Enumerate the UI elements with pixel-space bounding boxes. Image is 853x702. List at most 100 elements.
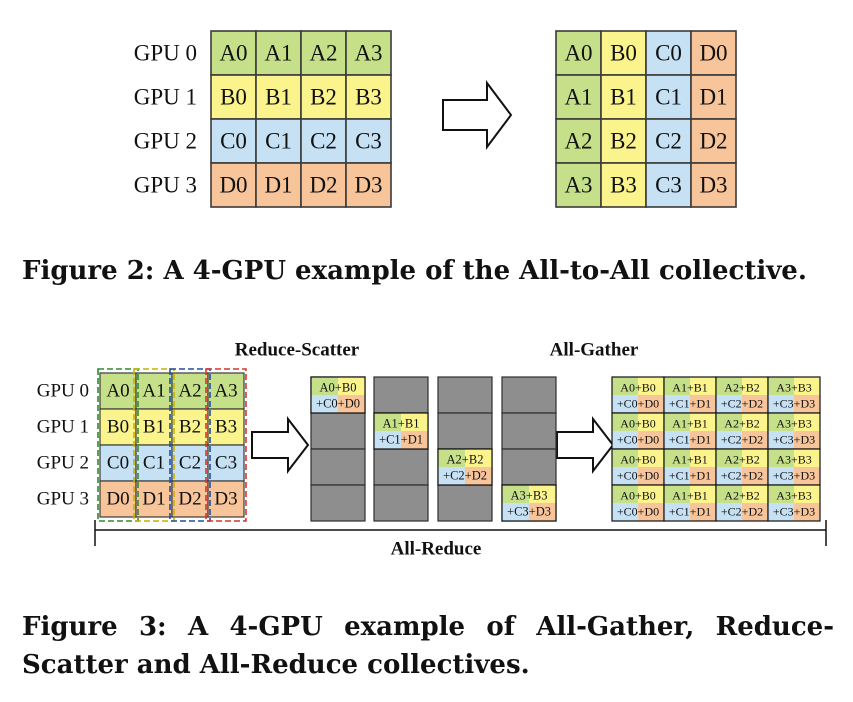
fig2-output-cell-label-3-2: C3 <box>655 173 682 198</box>
fig3-input-cell-0-3 <box>207 372 245 410</box>
reduce-scatter-chunk-0-bg-a <box>311 377 338 395</box>
reduce-scatter-chunk-3-bg-a <box>502 485 529 503</box>
all-gather-cell-1-2-line2: +C2+D2 <box>721 432 763 446</box>
all-gather-cell-3-2-line2: +C2+D2 <box>721 504 763 518</box>
all-gather-cell-3-3: A3+B3+C3+D3 <box>767 484 821 522</box>
all-gather-cell-1-2-bg-c <box>716 431 742 449</box>
all-gather-cell-0-3: A3+B3 +C3+D3 <box>767 376 821 414</box>
all-gather-cell-3-2-line1: A2+B2 <box>724 488 759 502</box>
all-gather-cell-0-3-line1: A3+B3 <box>776 380 811 394</box>
all-gather-title: All-Gather <box>550 340 639 361</box>
fig3-gpu-label-2: GPU 2 <box>37 453 89 474</box>
fig2-input-cell-1-1 <box>255 74 302 120</box>
all-gather-cell-1-3-line2-part-1: +D3 <box>794 432 815 446</box>
all-gather-cell-1-1-bg-b <box>690 413 716 431</box>
reduce-scatter-chunk-1-line2-part-0: +C1 <box>379 432 401 446</box>
fig3-input-cell-label-1-2: B2 <box>179 417 201 438</box>
fig3-input-cell-label-2-3: C3 <box>215 453 237 474</box>
fig2-output-cell-label-3-3: D3 <box>699 173 727 198</box>
all-gather-cell-1-2-bg-b <box>742 413 768 431</box>
all-gather-cell-3-3-line2-part-0: +C3 <box>773 504 794 518</box>
reduce-scatter-chunk-2-bg-d <box>465 467 492 485</box>
all-gather-cell-2-3-bg-c <box>768 467 794 485</box>
reduce-scatter-chunk-1-line2-part-1: +D1 <box>401 432 423 446</box>
all-gather-cell-2-1-line2-part-0: +C1 <box>669 468 690 482</box>
column-group-outline-0 <box>97 368 139 522</box>
all-gather-cell-3-0-bg-a <box>612 485 638 503</box>
all-gather-cell-1-1-line1: A1+B1 <box>672 416 707 430</box>
all-gather-cell-0-1: A1+B1+C1+D1 <box>663 376 717 414</box>
all-gather-cell-1-2-line2-part-0: +C2 <box>721 432 742 446</box>
fig2-input-cell-label-1-3: B3 <box>355 85 382 110</box>
all-gather-cell-0-0-line2-part-0: +C0 <box>617 396 638 410</box>
all-gather-cell-3-2-line2-part-0: +C2 <box>721 504 742 518</box>
reduce-scatter-chunk-0-line2-part-0: +C0 <box>316 396 338 410</box>
all-gather-cell-3-0-line1: A0+B0 <box>620 488 655 502</box>
fig3-input-cell-1-0 <box>99 408 137 446</box>
fig3-input-cell-label-3-1: D1 <box>142 489 165 510</box>
all-gather-cell-2-3-bg-d <box>794 467 820 485</box>
fig2-input-cell-1-3 <box>345 74 392 120</box>
all-gather-cell-3-1-line1: A1+B1 <box>672 488 707 502</box>
all-gather-cell-0-3-line2-part-1: +D3 <box>794 396 815 410</box>
reduce-scatter-chunk-2-line2-part-1: +D2 <box>465 468 487 482</box>
all-gather-cell-0-0-line2-part-1: +D0 <box>638 396 659 410</box>
figure-2-caption: Figure 2: A 4-GPU example of the All-to-… <box>22 256 807 286</box>
column-group-outline-1 <box>133 368 175 522</box>
all-gather-cell-0-2-bg-b <box>742 377 768 395</box>
fig3-input-cell-label-3-2: D2 <box>178 489 201 510</box>
all-gather-cell-0-3-line2: +C3+D3 <box>773 396 815 410</box>
fig3-input-cell-label-0-3: A3 <box>214 381 237 402</box>
all-gather-cell-3-1-line2: +C1+D1 <box>669 504 711 518</box>
all-gather-cell-3-1-bg-c <box>664 503 690 521</box>
all-gather-cell-2-2-line2-part-1: +D2 <box>742 468 763 482</box>
column-group-outline-2 <box>169 368 211 522</box>
reduce-scatter-chunk-3-line2: +C3+D3 <box>507 504 551 518</box>
fig2-arrow-icon <box>442 80 513 150</box>
all-gather-cell-1-0-bg-d <box>638 431 664 449</box>
fig2-input-cell-label-0-3: A3 <box>354 41 382 66</box>
all-gather-cell-2-0: A0+B0+C0+D0 <box>611 448 665 486</box>
fig3-input-cell-label-1-0: B0 <box>107 417 129 438</box>
all-gather-cell-3-2-bg-c <box>716 503 742 521</box>
reduce-scatter-chunk-3-line2-part-0: +C3 <box>507 504 529 518</box>
fig3-input-cell-label-3-3: D3 <box>214 489 237 510</box>
all-gather-cell-0-0-bg-a <box>612 377 638 395</box>
reduce-scatter-slot-0-1 <box>310 412 366 450</box>
reduce-scatter-chunk-3-line1: A3+B3 <box>511 488 548 502</box>
fig2-output-cell-1-2 <box>645 74 692 120</box>
all-gather-cell-2-1-line2: +C1+D1 <box>669 468 711 482</box>
all-gather-cell-2-0-bg-a <box>612 449 638 467</box>
reduce-scatter-chunk-2-bg-c <box>438 467 465 485</box>
fig3-input-cell-label-0-0: A0 <box>106 381 129 402</box>
fig2-output-cell-label-1-3: D1 <box>699 85 727 110</box>
all-gather-cell-0-2-line1: A2+B2 <box>724 380 759 394</box>
fig2-input-cell-label-2-0: C0 <box>220 129 247 154</box>
reduce-scatter-chunk-2-line2-part-0: +C2 <box>443 468 465 482</box>
fig3-input-cell-label-1-1: B1 <box>143 417 165 438</box>
reduce-scatter-chunk-3-bg-c <box>502 503 529 521</box>
all-gather-cell-2-2-bg-a <box>716 449 742 467</box>
all-gather-cell-0-2-bg-c <box>716 395 742 413</box>
fig2-gpu-label-2: GPU 2 <box>134 129 197 154</box>
reduce-scatter-chunk-0-bg-b <box>338 377 365 395</box>
reduce-scatter-chunk-3-bg-d <box>529 503 556 521</box>
column-group-outline-3 <box>205 368 247 522</box>
all-gather-cell-3-2-bg-d <box>742 503 768 521</box>
fig2-input-cell-label-1-0: B0 <box>220 85 247 110</box>
reduce-scatter-chunk-0: A0+B0+C0+D0 <box>310 376 366 414</box>
fig2-output-cell-0-2 <box>645 30 692 76</box>
reduce-scatter-slot-3-0 <box>501 376 557 414</box>
all-gather-cell-1-0-bg-c <box>612 431 638 449</box>
reduce-scatter-chunk-2-bg-a <box>438 449 465 467</box>
all-gather-cell-2-3-line2: +C3+D3 <box>773 468 815 482</box>
fig2-output-cell-label-2-0: A2 <box>564 129 592 154</box>
all-gather-cell-3-0-bg-c <box>612 503 638 521</box>
all-gather-cell-3-1-bg-d <box>690 503 716 521</box>
reduce-scatter-slot-1-2 <box>373 448 429 486</box>
fig2-output-cell-1-3 <box>690 74 737 120</box>
all-gather-cell-0-1-bg-d <box>690 395 716 413</box>
reduce-scatter-slot-3-2 <box>501 448 557 486</box>
all-gather-cell-2-2-line2-part-0: +C2 <box>721 468 742 482</box>
fig2-output-cell-label-3-1: B3 <box>610 173 637 198</box>
